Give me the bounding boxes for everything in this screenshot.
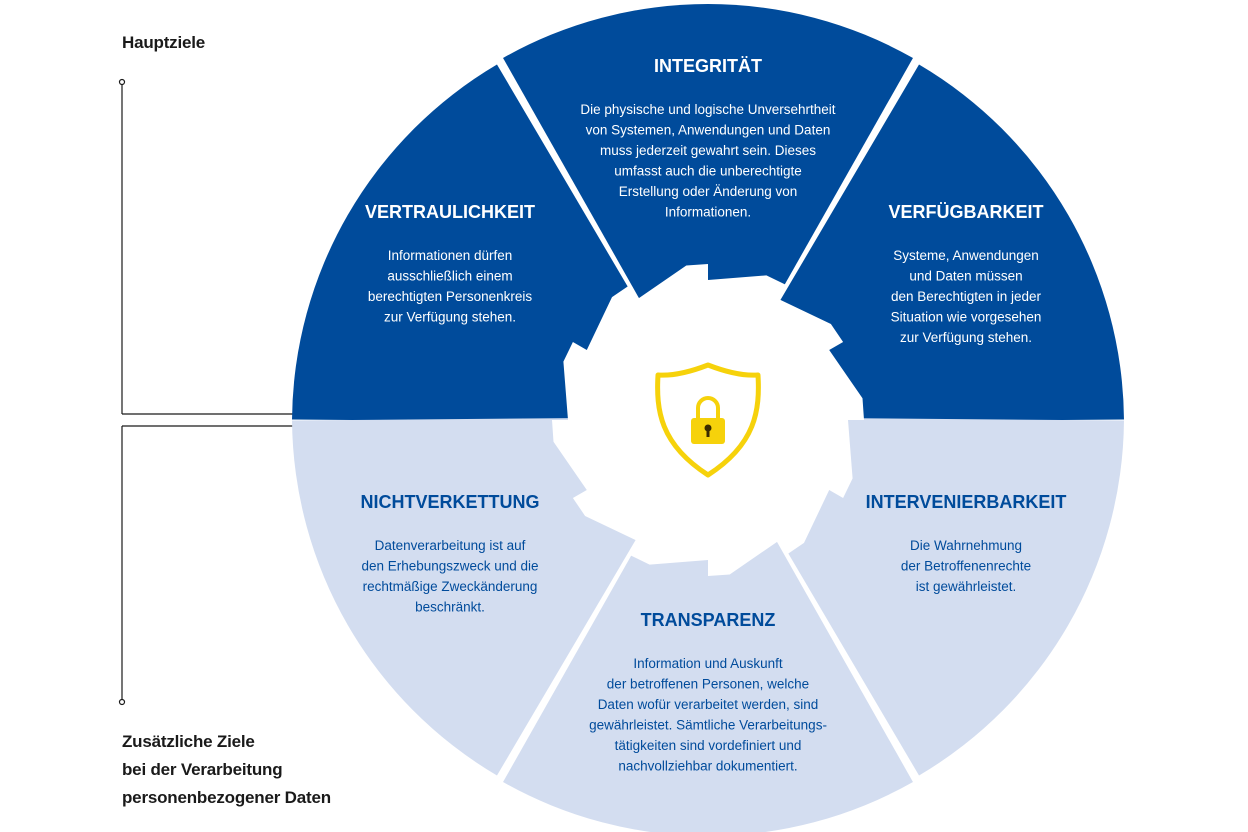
segment-text-line: muss jederzeit gewahrt sein. Dieses [600, 143, 816, 158]
segment-text-line: ausschließlich einem [387, 269, 512, 284]
segment-text-line: beschränkt. [415, 600, 485, 615]
segment-text-line: den Berechtigten in jeder [891, 289, 1042, 304]
segment-text-line: rechtmäßige Zweckänderung [363, 579, 538, 594]
segment-text-line: Systeme, Anwendungen [893, 248, 1039, 263]
segment-text-line: berechtigten Personenkreis [368, 289, 533, 304]
segment-text-line: Daten wofür verarbeitet werden, sind [598, 697, 819, 712]
segment-intervenierbarkeit [728, 417, 1124, 776]
segment-text-line: umfasst auch die unberechtigte [614, 164, 802, 179]
main-goals-label: Hauptziele [122, 33, 206, 52]
segment-text-line: zur Verfügung stehen. [384, 310, 516, 325]
segment-title-verfuegbarkeit: VERFÜGBARKEIT [888, 202, 1043, 222]
segment-text-line: Information und Auskunft [633, 656, 783, 671]
segment-text-line: der Betroffenenrechte [901, 559, 1031, 574]
segment-title-nichtverkettung: NICHTVERKETTUNG [361, 492, 540, 512]
segment-text-line: Informationen. [665, 205, 751, 220]
segment-text-line: ist gewährleistet. [916, 579, 1017, 594]
segment-text-line: Erstellung oder Änderung von [619, 184, 798, 199]
segment-text-line: nachvollziehbar dokumentiert. [618, 759, 797, 774]
main-goals-bracket [118, 78, 300, 415]
segment-text-line: zur Verfügung stehen. [900, 330, 1032, 345]
shield-lock-icon [655, 362, 761, 478]
segment-title-integritaet: INTEGRITÄT [654, 56, 762, 76]
segment-integritaet [503, 3, 913, 386]
segment-text-line: von Systemen, Anwendungen und Daten [586, 123, 831, 138]
segment-text-line: der betroffenen Personen, welche [607, 677, 809, 692]
segment-title-transparenz: TRANSPARENZ [641, 610, 776, 630]
segment-title-vertraulichkeit: VERTRAULICHKEIT [365, 202, 535, 222]
segment-transparenz [503, 454, 913, 832]
segment-text-line: Informationen dürfen [388, 248, 513, 263]
segment-text-line: Datenverarbeitung ist auf [375, 538, 526, 553]
segment-text-line: Situation wie vorgesehen [891, 310, 1042, 325]
extra-goals-bracket [118, 425, 300, 706]
segment-text-line: tätigkeiten sind vordefiniert und [615, 738, 802, 753]
segment-text-line: Die Wahrnehmung [910, 538, 1022, 553]
segment-text-line: den Erhebungszweck und die [361, 559, 538, 574]
extra-goals-line: Zusätzliche Ziele [122, 732, 255, 751]
extra-goals-line: bei der Verarbeitung [122, 760, 283, 779]
segment-text-line: gewährleistet. Sämtliche Verarbeitungs- [589, 718, 827, 733]
segment-text-line: und Daten müssen [909, 269, 1022, 284]
segment-title-intervenierbarkeit: INTERVENIERBARKEIT [866, 492, 1067, 512]
segment-vertraulichkeit [292, 64, 688, 423]
extra-goals-line: personenbezogener Daten [122, 788, 331, 807]
extra-goals-label: Zusätzliche Ziele bei der Verarbeitung p… [122, 728, 442, 812]
segment-text-line: Die physische und logische Unversehrthei… [580, 102, 835, 117]
